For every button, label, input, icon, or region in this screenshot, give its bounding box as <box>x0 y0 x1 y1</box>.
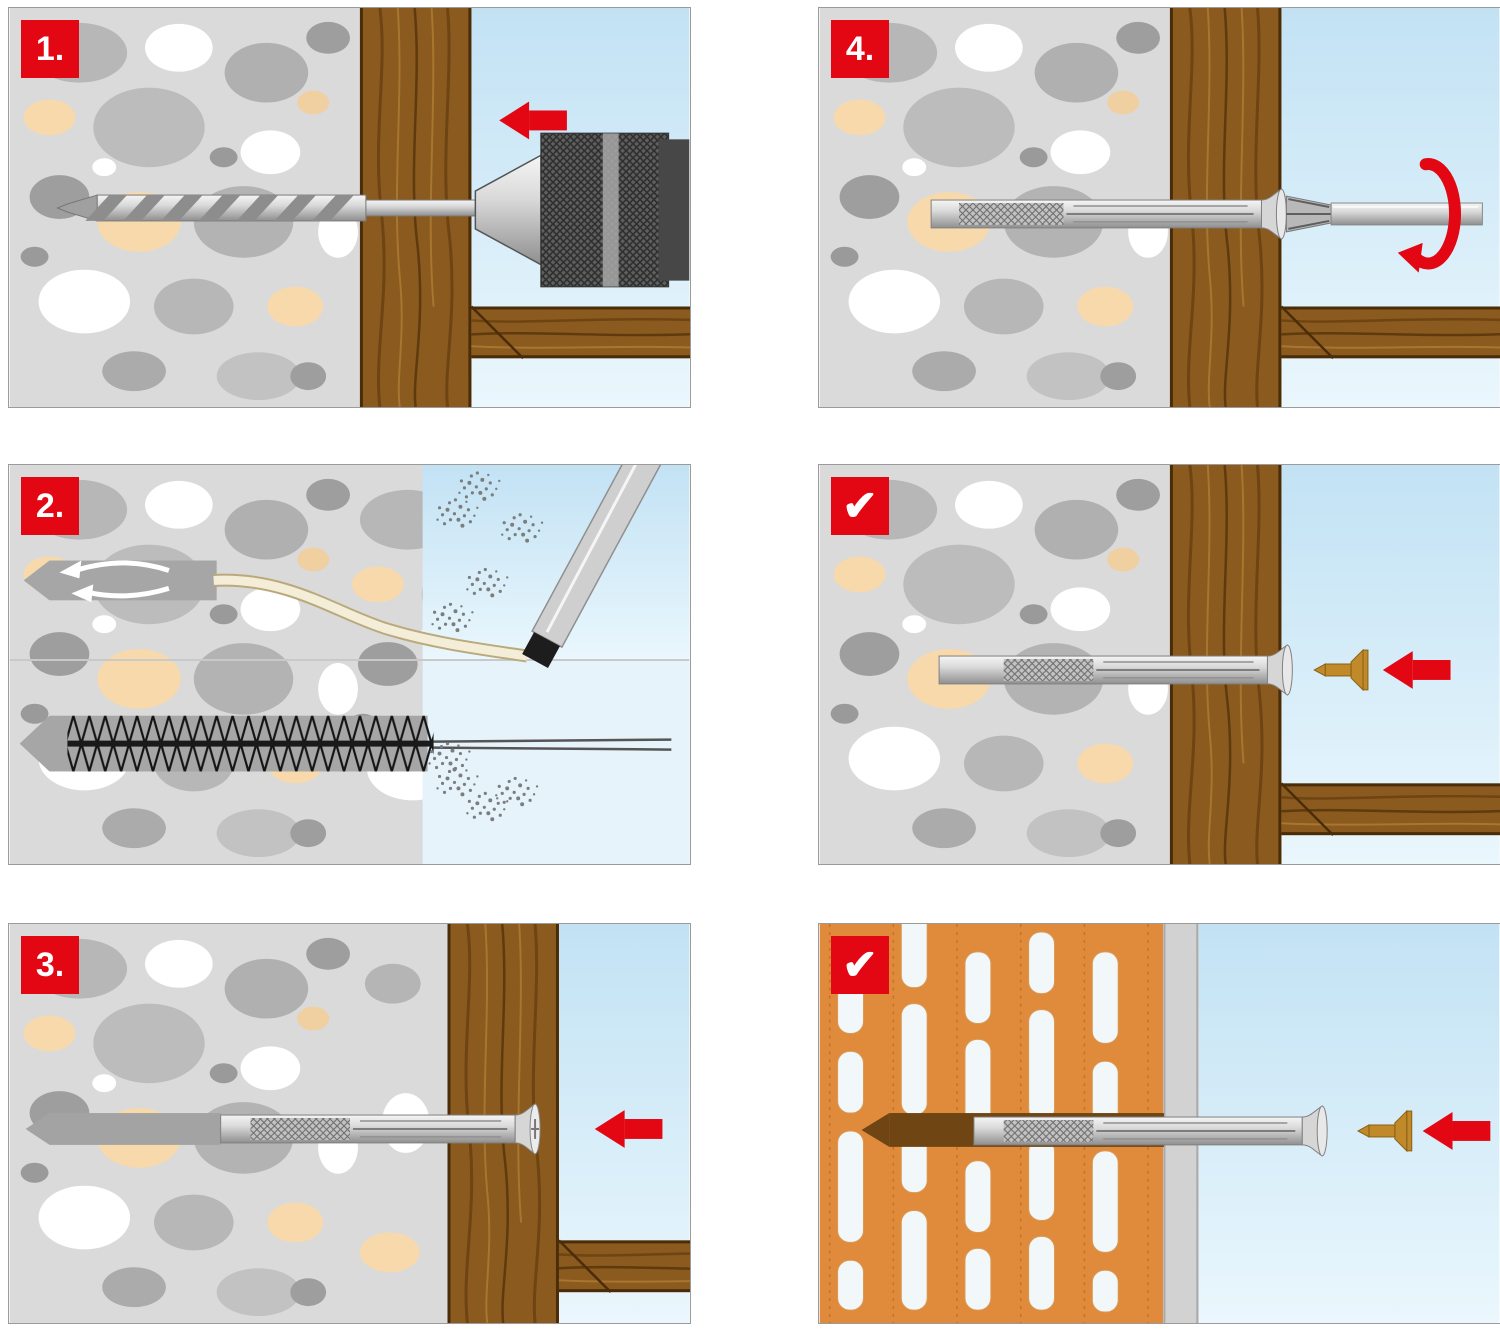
hole-cleaning-illustration <box>9 465 690 864</box>
rotate-arrow-icon <box>1397 158 1461 273</box>
drill-illustration <box>9 8 690 407</box>
checkmark-icon: ✔ <box>842 482 878 529</box>
frame-anchor <box>973 1105 1328 1157</box>
result-concrete-badge: ✔ <box>831 477 889 535</box>
frame-anchor <box>938 644 1293 696</box>
wood-frame-horizontal <box>1279 305 1500 360</box>
screwdriver <box>1285 195 1483 233</box>
anchor-set-concrete-illustration <box>819 465 1500 864</box>
frame-anchor <box>220 1103 541 1155</box>
wood-frame-horizontal <box>557 1238 690 1294</box>
drill-chuck <box>474 132 690 288</box>
drilled-hole <box>25 1113 221 1145</box>
drill-bit <box>56 194 478 222</box>
blowout-step <box>23 465 662 668</box>
anchor-insertion-illustration <box>9 924 690 1323</box>
panel-result-concrete: ✔ <box>818 464 1500 865</box>
room-background-bottom <box>422 660 690 864</box>
miter-seam <box>1280 782 1335 837</box>
brush-wire-handle <box>433 738 672 743</box>
panel-step-1-drill: 1. <box>8 7 691 408</box>
stone <box>364 963 421 1004</box>
step-4-label: 4. <box>845 30 875 68</box>
step-3-badge: 3. <box>21 936 79 994</box>
step-4-badge: 4. <box>831 20 889 78</box>
anchor-set-brick-illustration <box>819 924 1500 1323</box>
step-3-label: 3. <box>35 946 65 984</box>
step-2-badge: 2. <box>21 477 79 535</box>
wood-screw <box>1356 1109 1413 1153</box>
miter-seam <box>558 1239 612 1294</box>
step-2-label: 2. <box>35 487 65 525</box>
step-1-badge: 1. <box>21 20 79 78</box>
panel-step-4-screw: 4. <box>818 7 1500 408</box>
panel-step-2-clean: 2. <box>8 464 691 865</box>
screwdriving-illustration <box>819 8 1500 407</box>
checkmark-icon: ✔ <box>842 941 878 988</box>
brush-step <box>19 715 672 822</box>
blowout-pump <box>522 465 662 668</box>
panel-step-3-insert: 3. <box>8 923 691 1324</box>
step-1-label: 1. <box>35 30 65 68</box>
wood-frame-horizontal <box>1279 781 1500 837</box>
result-brick-badge: ✔ <box>831 936 889 994</box>
frame-anchor <box>930 188 1287 240</box>
wood-frame-horizontal <box>469 305 690 360</box>
stone <box>359 1232 420 1273</box>
panel-result-perforated-brick: ✔ <box>818 923 1500 1324</box>
miter-seam <box>470 305 525 360</box>
miter-seam <box>1280 305 1335 360</box>
wood-screw <box>1313 648 1369 692</box>
